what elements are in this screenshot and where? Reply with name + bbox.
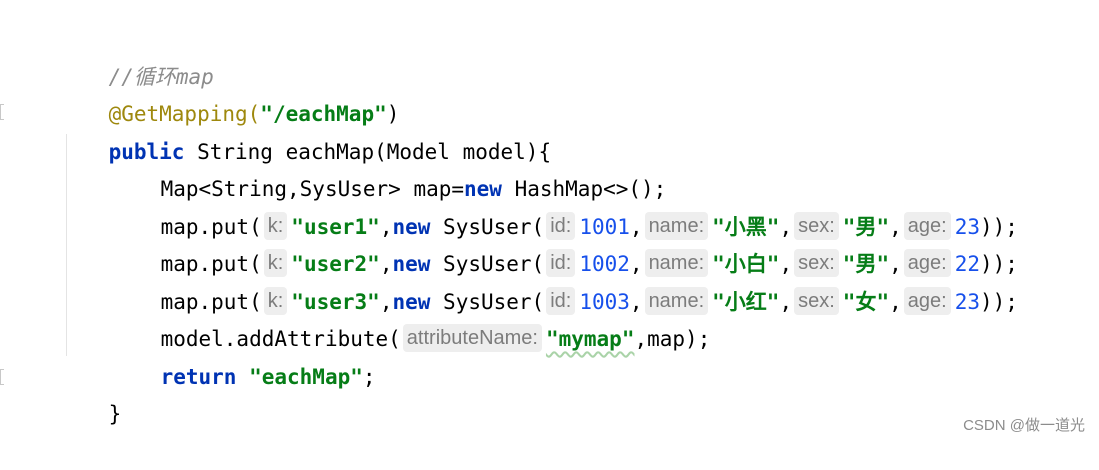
code-line-put-1: map.put(k:"user1",new SysUser(id:1001,na… [110,172,1018,240]
put-key-string: "user1" [291,215,380,239]
indent-guide [66,134,67,356]
param-hint-attribute-name: attributeName: [402,324,542,352]
comma: , [379,290,393,314]
put-call: map.put( [160,252,262,276]
code-line-closing-brace: } [58,359,122,426]
put-key-string: "user2" [291,252,380,276]
map-declaration-type: Map<String,SysUser> map= [160,177,465,201]
param-hint-name: name: [644,212,709,240]
sex-string: "男" [842,252,890,276]
space [236,365,249,389]
param-hint-age: age: [903,287,951,315]
name-string: "小黑" [712,215,780,239]
sex-string: "男" [842,215,890,239]
code-line-method-signature: public String eachMap(Model model){ [58,97,552,164]
gutter-fold-marker-bottom[interactable] [0,369,4,385]
id-number: 1001 [579,215,630,239]
age-number: 23 [954,290,980,314]
comma: , [779,215,793,239]
method-signature-text: String eachMap(Model model){ [184,140,552,164]
watermark: CSDN @做一道光 [963,417,1085,434]
closing-brace: } [108,402,122,426]
param-hint-name: name: [644,287,709,315]
param-hint-sex: sex: [794,249,839,277]
comment-text: //循环map [108,65,214,89]
param-hint-age: age: [903,249,951,277]
param-hint-id: id: [546,287,576,315]
comma: , [889,215,902,239]
keyword-new: new [392,290,431,314]
close-put: )); [979,290,1018,314]
comma: , [629,290,643,314]
add-attribute-call: model.addAttribute( [160,327,401,351]
id-number: 1002 [579,252,630,276]
comma: , [779,290,793,314]
comma: , [629,252,643,276]
code-line-annotation: @GetMapping("/eachMap") [58,59,400,126]
name-string: "小红" [712,290,780,314]
name-string: "小白" [712,252,780,276]
constructor-call: SysUser( [430,215,545,239]
semicolon: ; [362,365,376,389]
age-number: 22 [954,252,980,276]
code-line-return: return "eachMap"; [110,322,376,389]
keyword-public: public [108,140,185,164]
code-line-put-3: map.put(k:"user3",new SysUser(id:1003,na… [110,247,1018,315]
param-hint-k: k: [263,249,288,277]
param-hint-k: k: [263,212,288,240]
keyword-new: new [392,215,431,239]
param-hint-id: id: [546,212,576,240]
code-line-map-declaration: Map<String,SysUser> map=new HashMap<>(); [110,134,667,201]
comma: , [779,252,793,276]
code-line-put-2: map.put(k:"user2",new SysUser(id:1002,na… [110,209,1018,277]
id-number: 1003 [579,290,630,314]
code-line-add-attribute: model.addAttribute(attributeName:"mymap"… [110,284,710,352]
annotation-name: @GetMapping( [108,102,261,126]
keyword-return: return [160,365,237,389]
put-call: map.put( [160,215,262,239]
close-put: )); [979,252,1018,276]
annotation-close: ) [386,102,400,126]
keyword-new: new [464,177,502,201]
sex-string: "女" [842,290,890,314]
comma: , [889,252,902,276]
keyword-new: new [392,252,431,276]
comma: , [889,290,902,314]
code-line-comment: //循环map [58,22,214,89]
map-declaration-rest: HashMap<>(); [501,177,667,201]
age-number: 23 [954,215,980,239]
comma: , [379,252,393,276]
param-hint-sex: sex: [794,212,839,240]
param-hint-sex: sex: [794,287,839,315]
put-key-string: "user3" [291,290,380,314]
param-hint-k: k: [263,287,288,315]
add-attribute-suffix: ,map); [634,327,711,351]
put-call: map.put( [160,290,262,314]
attribute-name-string: "mymap" [545,327,635,351]
gutter-fold-marker-top[interactable] [0,104,4,120]
close-put: )); [979,215,1018,239]
constructor-call: SysUser( [430,290,545,314]
param-hint-age: age: [903,212,951,240]
comma: , [629,215,643,239]
constructor-call: SysUser( [430,252,545,276]
return-value-string: "eachMap" [249,365,363,389]
comma: , [379,215,393,239]
param-hint-name: name: [644,249,709,277]
mapping-path-string: "/eachMap" [260,102,387,126]
param-hint-id: id: [546,249,576,277]
